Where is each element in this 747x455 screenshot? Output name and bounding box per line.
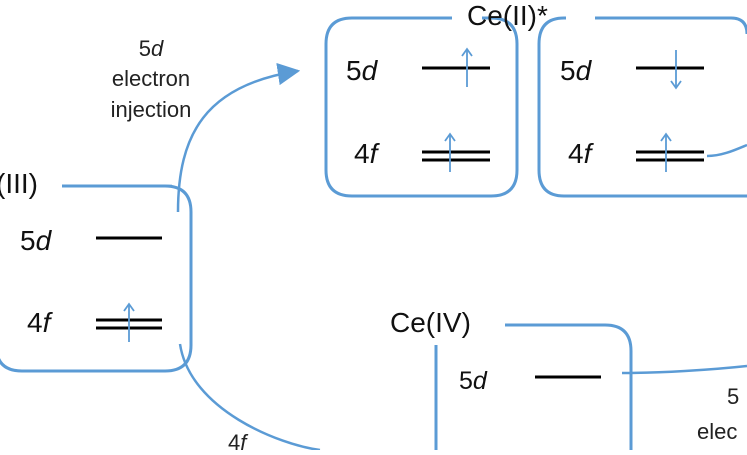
- ce3-state-box: [0, 184, 193, 373]
- ce2a-5d-spin-up-icon: [461, 47, 473, 87]
- ce4-state-box: [434, 323, 633, 450]
- ce2-right-state-box: [537, 16, 747, 198]
- ce2-star-title: Ce(II)*: [467, 0, 548, 31]
- right-annotation-text: elec: [697, 419, 738, 444]
- ce2b-4f-spin-up-icon: [660, 132, 672, 172]
- ce4-5d-connector: [621, 364, 747, 375]
- injection-arrow: [176, 62, 301, 213]
- right-4f-connector: [706, 143, 747, 158]
- lower-transfer-curve: [178, 343, 321, 450]
- ce3-4f-spin-up-icon: [123, 302, 135, 342]
- ce2b-5d-spin-down-icon: [670, 50, 682, 90]
- ce3-title: (III): [0, 168, 38, 199]
- ce2-left-state-box: [324, 16, 519, 198]
- ce2a-4f-spin-up-icon: [444, 132, 456, 172]
- right-annotation-number: 5: [727, 384, 740, 409]
- ce4-title: Ce(IV): [390, 307, 471, 338]
